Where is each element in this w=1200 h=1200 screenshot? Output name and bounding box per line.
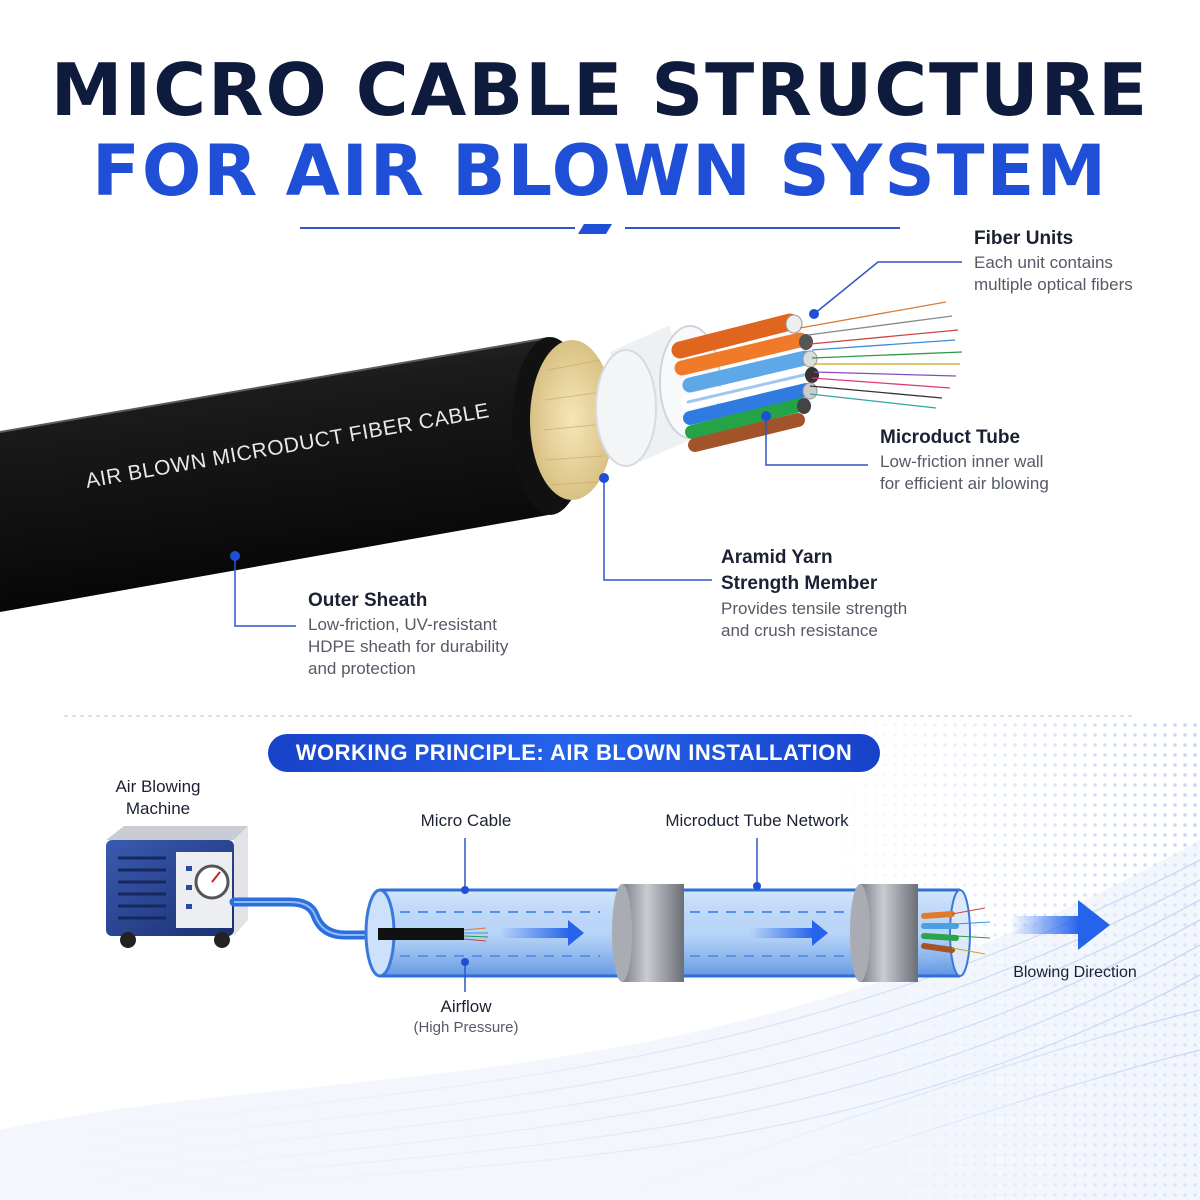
aramid-yarn-desc-2: and crush resistance [721,621,878,640]
title-line-2: FOR AIR BLOWN SYSTEM [92,130,1108,212]
fiber-units-desc-1: Each unit contains [974,253,1113,272]
cable-outer-sheath [0,337,549,612]
title-divider [300,224,900,234]
cable-printed-text: AIR BLOWN MICRODUCT FIBER CABLE [83,399,492,493]
machine-label-1: Air Blowing [115,777,201,796]
micro-cable [378,928,464,940]
outer-sheath-desc-1: Low-friction, UV-resistant [308,615,497,634]
machine-label-2: Machine [125,799,191,818]
callout-leaders [234,261,962,627]
aramid-yarn-title-2: Strength Member [721,573,878,594]
title-line-1: MICRO CABLE STRUCTURE [50,48,1150,132]
microduct-network-label: Microduct Tube Network [665,811,849,830]
blowing-direction-arrow [1010,900,1110,950]
outer-sheath-desc-3: and protection [308,659,416,678]
tube-coupler [622,884,684,982]
fiber-units-desc-2: multiple optical fibers [974,275,1133,294]
micro-cable-label: Micro Cable [420,811,512,830]
microduct-tube-title: Microduct Tube [880,427,1021,448]
tube-ends [785,314,819,414]
optical-fibers [799,301,963,409]
microduct-tube-network [364,884,991,982]
outer-sheath-title: Outer Sheath [308,590,428,611]
flow-arrow [750,928,814,938]
airflow-label: Airflow [440,997,492,1016]
working-principle-banner: WORKING PRINCIPLE: AIR BLOWN INSTALLATIO… [268,734,880,772]
fiber-units-title: Fiber Units [974,228,1074,249]
flow-arrow [500,928,570,938]
air-blowing-machine [106,826,248,948]
microduct-tube-desc-1: Low-friction inner wall [880,452,1044,471]
blowing-direction-label: Blowing Direction [1013,964,1137,981]
microduct-tube [595,349,657,467]
outer-sheath-desc-2: HDPE sheath for durability [308,637,509,656]
principle-leaders [464,838,758,992]
aramid-yarn-desc-1: Provides tensile strength [721,599,908,618]
airflow-sublabel: (High Pressure) [413,1019,519,1036]
microduct-tube-desc-2: for efficient air blowing [880,474,1049,493]
fiber-units [671,313,816,452]
callout-dots [230,309,819,561]
aramid-yarn-title-1: Aramid Yarn [721,547,833,568]
